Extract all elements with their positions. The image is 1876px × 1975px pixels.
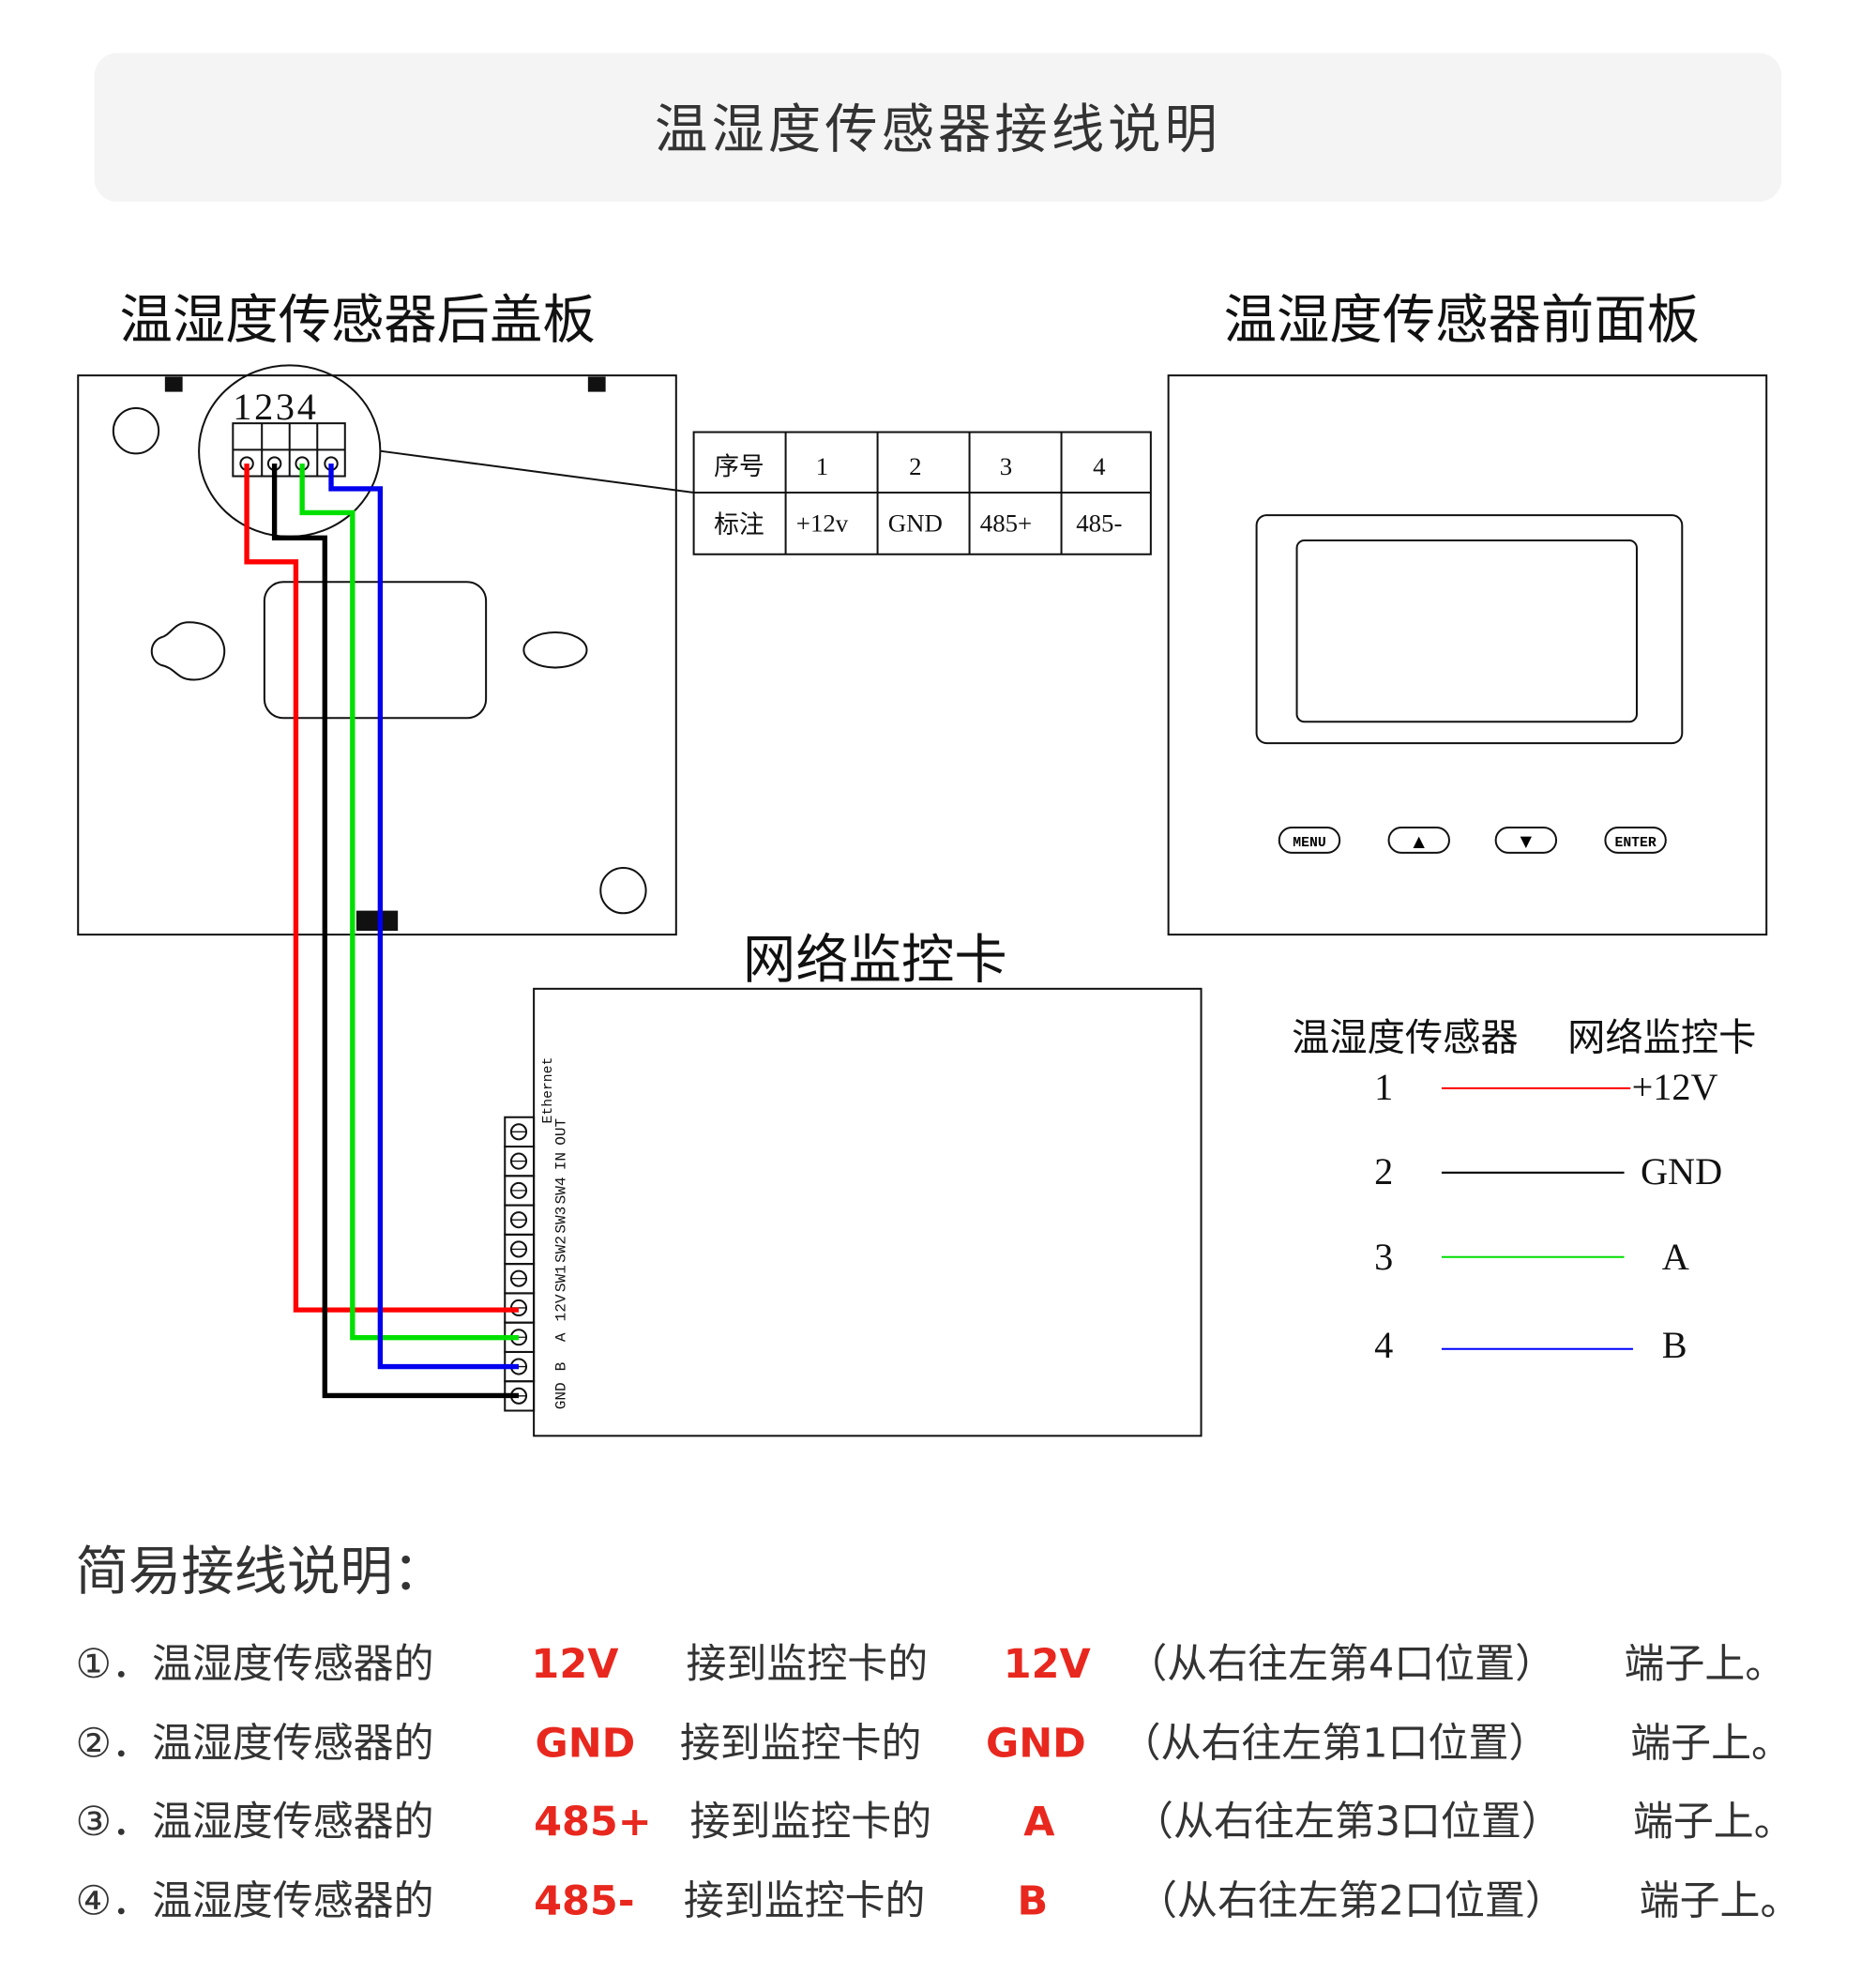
instruction-from: 485- <box>534 1877 634 1924</box>
sensor-terminal-block <box>232 422 346 478</box>
table-cell: 4 <box>1093 452 1105 480</box>
callout-leader <box>380 449 694 494</box>
instruction-suffix: 端子上。 <box>1640 1877 1801 1924</box>
clip-marker <box>164 376 183 392</box>
instruction-prefix: ③．温湿度传感器的 <box>76 1799 434 1846</box>
ethernet-label: Ethernet <box>541 1057 556 1124</box>
svg-text:ENTER: ENTER <box>1614 836 1656 851</box>
up-button: ▲ <box>1387 827 1450 854</box>
instruction-from: 485+ <box>534 1799 652 1846</box>
svg-text:▼: ▼ <box>1520 832 1533 850</box>
instruction-row: ④．温湿度传感器的 485- 接到监控卡的 B （从右往左第2口位置） 端子上。 <box>76 1877 1801 1924</box>
wire-blue-b <box>328 463 520 1370</box>
mount-hole <box>112 407 160 455</box>
instruction-position: （从右往左第3口位置） <box>1133 1799 1562 1846</box>
display-screen <box>1295 539 1638 723</box>
svg-text:MENU: MENU <box>1293 836 1325 851</box>
instruction-row: ③．温湿度传感器的 485+ 接到监控卡的 A （从右往左第3口位置） 端子上。 <box>76 1799 1794 1846</box>
terminal-label: SW3 <box>553 1207 570 1234</box>
table-cell: 1 <box>816 452 828 480</box>
back-panel: 1234 <box>77 364 694 936</box>
instruction-position: （从右往左第4口位置） <box>1127 1641 1555 1688</box>
terminal-label: GND <box>553 1382 570 1409</box>
legend-target: B <box>1662 1324 1687 1366</box>
svg-text:▲: ▲ <box>1414 832 1426 850</box>
menu-button: MENU <box>1278 827 1341 854</box>
legend-target: +12V <box>1632 1066 1718 1108</box>
instruction-row: ①．温湿度传感器的 12V 接到监控卡的 12V （从右往左第4口位置） 端子上。 <box>76 1641 1786 1688</box>
instruction-to: A <box>1023 1799 1055 1846</box>
table-cell: 3 <box>1000 452 1012 480</box>
cable-cutout <box>263 581 488 720</box>
instruction-middle: 接到监控卡的 <box>690 1799 932 1846</box>
clip-marker <box>356 910 399 932</box>
terminal-label: 12V <box>553 1294 570 1321</box>
table-header: 序号 <box>714 452 764 481</box>
display-bezel <box>1255 514 1684 745</box>
legend-target: A <box>1662 1236 1689 1278</box>
pin-table: 序号 标注 1 2 3 4 +12v GND 485+ 485- <box>692 431 1152 555</box>
instruction-from: GND <box>535 1721 635 1768</box>
back-panel-title: 温湿度传感器后盖板 <box>120 290 596 351</box>
wire-green-a <box>299 463 520 1341</box>
legend-pin: 2 <box>1374 1150 1393 1193</box>
oval-hole <box>522 630 588 669</box>
instruction-to: 12V <box>1004 1641 1092 1688</box>
table-cell: +12v <box>796 509 849 538</box>
front-panel: MENU ▲ ▼ ENTER <box>1167 374 1768 936</box>
legend-target: GND <box>1641 1150 1722 1193</box>
page-title: 温湿度传感器接线说明 <box>655 99 1221 160</box>
network-card-title: 网络监控卡 <box>743 930 1007 991</box>
terminal-label: OUT <box>553 1118 570 1146</box>
terminal-label: IN <box>553 1152 570 1170</box>
terminal-label: SW4 <box>553 1177 570 1204</box>
table-cell: 485+ <box>980 509 1032 538</box>
wiring-legend: 温湿度传感器 网络监控卡 1 2 3 4 +12V GND A B <box>1292 1017 1756 1367</box>
legend-pin: 4 <box>1374 1324 1393 1366</box>
instruction-to: GND <box>986 1721 1086 1768</box>
terminal-label: A <box>553 1332 570 1342</box>
enter-button: ENTER <box>1604 827 1667 854</box>
legend-right-header: 网络监控卡 <box>1567 1017 1756 1060</box>
legend-pin: 1 <box>1374 1066 1393 1108</box>
table-cell: 485- <box>1076 509 1122 538</box>
terminal-label: SW2 <box>553 1236 570 1263</box>
clip-marker <box>587 376 606 392</box>
instruction-position: （从右往左第2口位置） <box>1137 1877 1566 1924</box>
table-cell: GND <box>888 509 943 538</box>
instruction-prefix: ①．温湿度传感器的 <box>76 1641 434 1688</box>
mount-hole <box>599 866 647 915</box>
instruction-from: 12V <box>531 1641 619 1688</box>
header-banner <box>94 53 1782 202</box>
terminal-digits: 1234 <box>233 386 318 428</box>
instructions-title: 简易接线说明： <box>76 1542 446 1603</box>
terminal-label: SW1 <box>553 1265 570 1292</box>
table-cell: 2 <box>909 452 921 480</box>
instruction-prefix: ②．温湿度传感器的 <box>76 1721 434 1768</box>
terminal-label: B <box>553 1361 570 1371</box>
instruction-suffix: 端子上。 <box>1630 1721 1792 1768</box>
keyhole <box>150 621 226 681</box>
wires <box>244 463 520 1399</box>
instruction-position: （从右往左第1口位置） <box>1121 1721 1550 1768</box>
wire-black-gnd <box>271 463 520 1399</box>
instruction-prefix: ④．温湿度传感器的 <box>76 1877 434 1924</box>
instruction-to: B <box>1018 1877 1049 1924</box>
legend-pin: 3 <box>1374 1236 1393 1278</box>
instruction-middle: 接到监控卡的 <box>687 1641 929 1688</box>
front-panel-title: 温湿度传感器前面板 <box>1224 290 1700 351</box>
legend-left-header: 温湿度传感器 <box>1292 1017 1519 1060</box>
instruction-suffix: 端子上。 <box>1625 1641 1786 1688</box>
down-button: ▼ <box>1494 827 1558 854</box>
instruction-middle: 接到监控卡的 <box>680 1721 922 1768</box>
instruction-suffix: 端子上。 <box>1633 1799 1794 1846</box>
instruction-row: ②．温湿度传感器的 GND 接到监控卡的 GND （从右往左第1口位置） 端子上。 <box>76 1721 1792 1768</box>
instruction-middle: 接到监控卡的 <box>684 1877 926 1924</box>
table-header: 标注 <box>714 510 764 539</box>
wire-red-12v <box>244 463 520 1313</box>
